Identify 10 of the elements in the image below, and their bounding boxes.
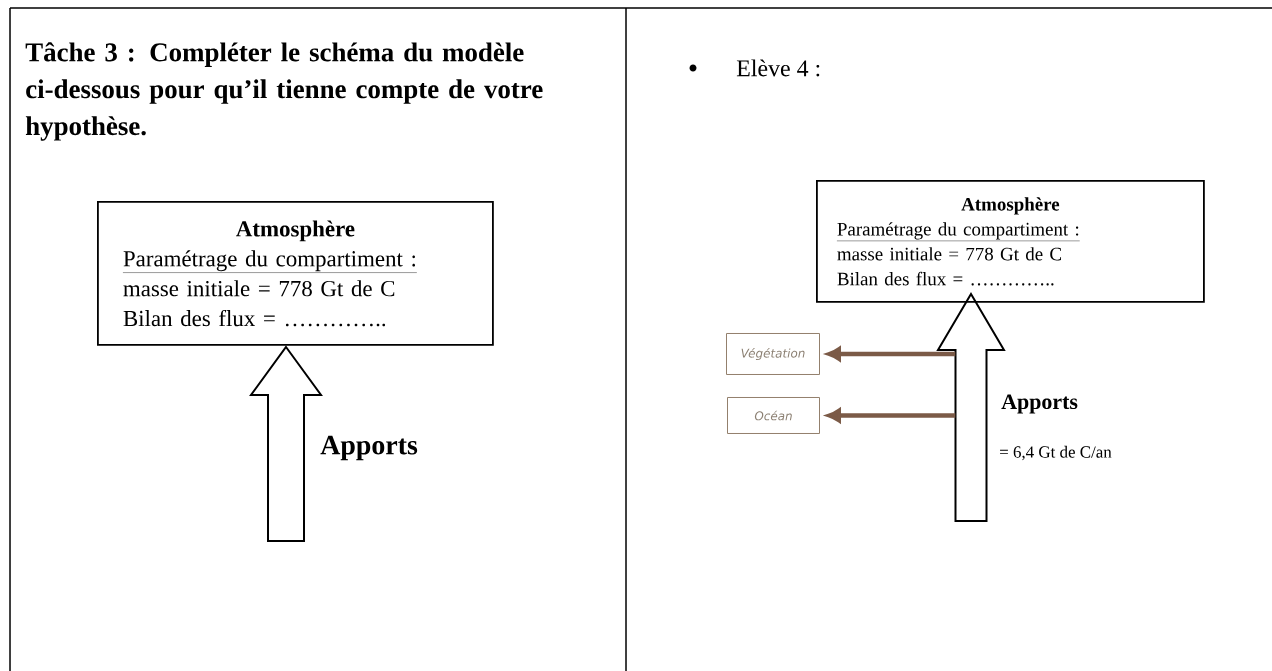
student-label: Elève 4 : [736, 59, 820, 77]
flow-label: Apports [320, 435, 418, 461]
handwritten-box: Océan [727, 397, 820, 434]
compartment-box: Atmosphère Paramétrage du compartiment : masse initiale = 778 Gt de C Bilan des flux = ………….. [816, 180, 1205, 303]
heading: Tâche 3 : Compléter le schéma du modèle ci-dessous pour qu’il tienne compte de votre hypothèse. [25, 42, 543, 141]
arrow [826, 346, 956, 362]
compartment-box: Atmosphère Paramétrage du compartiment : masse initiale = 778 Gt de C Bilan des flux = ………….. [97, 201, 494, 346]
flow-label: = 6,4 Gt de C/an [1000, 445, 1112, 461]
flow-label: Apports [1001, 394, 1078, 414]
handwritten-box: Végétation [726, 333, 820, 375]
